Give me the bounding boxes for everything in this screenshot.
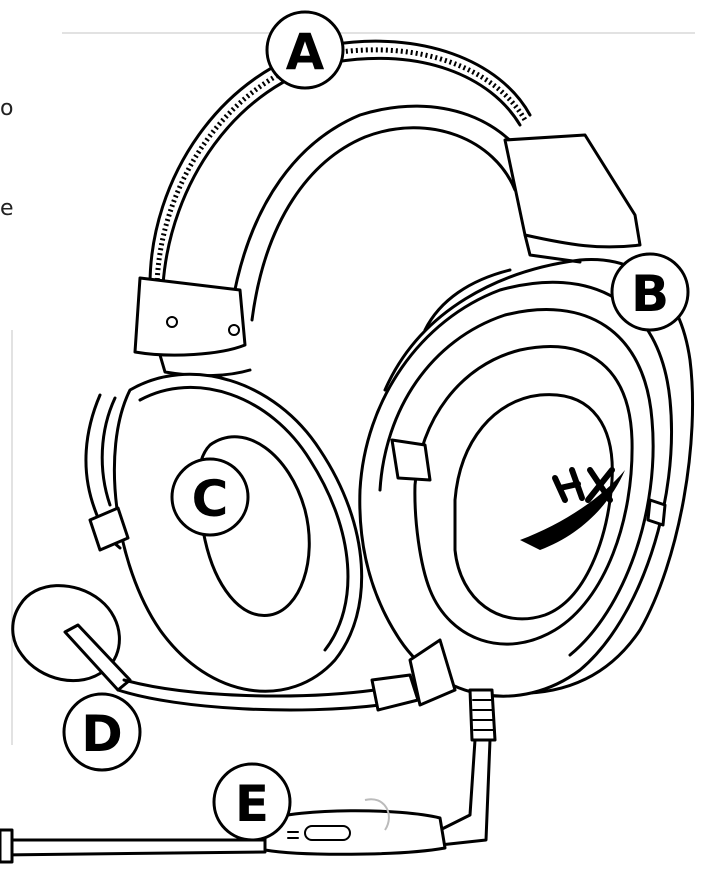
edge-text-fragment-2: e — [0, 196, 14, 221]
microphone — [11, 584, 457, 712]
callout-label: D — [81, 705, 123, 763]
headband — [148, 39, 537, 322]
right-slider-block — [503, 133, 642, 264]
callout-circle — [170, 457, 250, 537]
callout-c: C — [170, 457, 250, 537]
callout-label: E — [235, 775, 269, 833]
callout-circle — [212, 762, 292, 842]
volume-slider-icon — [304, 825, 351, 841]
callout-d: D — [62, 692, 142, 772]
callout-label: A — [286, 23, 325, 81]
callout-e: E — [212, 762, 292, 842]
callout-a: A — [265, 10, 345, 90]
callout-circle — [62, 692, 142, 772]
left-slider-block — [133, 276, 252, 378]
left-ear-cup — [84, 372, 364, 693]
right-ear-cup — [358, 258, 695, 698]
callout-label: B — [631, 265, 669, 323]
callout-b: B — [610, 252, 690, 332]
brand-logo-icon — [520, 467, 625, 550]
cable — [0, 688, 497, 864]
callout-circle — [265, 10, 345, 90]
callout-label: C — [192, 470, 229, 528]
edge-text-fragment-1: o — [0, 96, 14, 121]
callout-circle — [610, 252, 690, 332]
